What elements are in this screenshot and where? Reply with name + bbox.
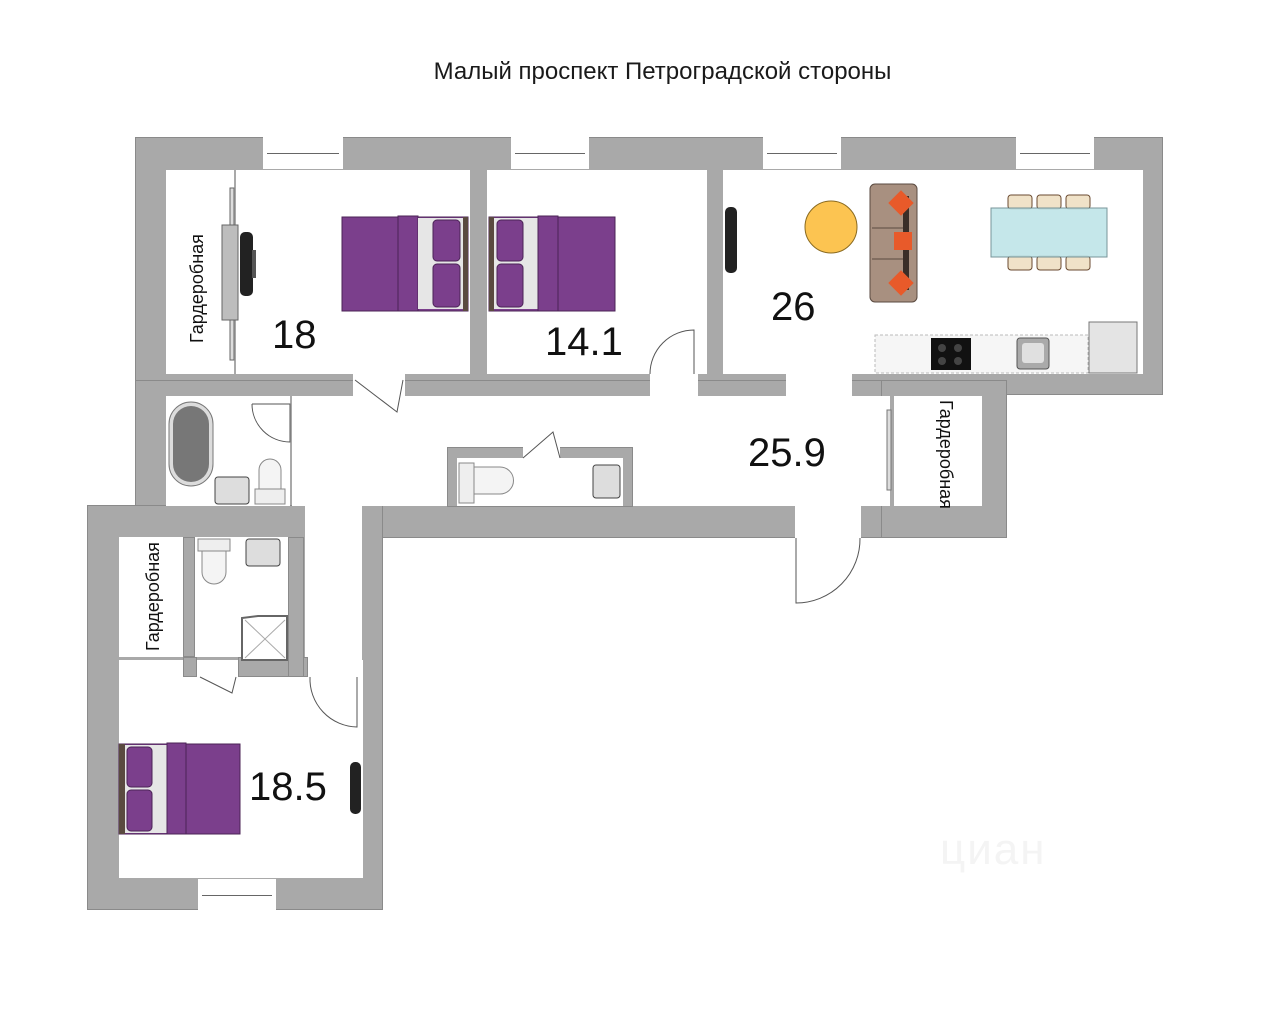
area-hallway: 25.9 <box>748 431 826 475</box>
kitchen-counter-icon <box>874 321 1138 374</box>
sliding-door-icon <box>886 409 892 491</box>
wardrobe-2-floor <box>894 396 982 506</box>
watermark-logo: циан <box>940 825 1047 874</box>
label-wardrobe-1: Гардеробная <box>187 234 207 343</box>
door-swing-icon <box>522 431 561 459</box>
window-bedroom-1 <box>263 137 343 169</box>
toilet-icon <box>197 538 231 585</box>
bedroom-2-door-opening <box>650 372 698 398</box>
bed-icon <box>488 215 616 312</box>
toilet-icon <box>458 462 514 504</box>
door-swing-icon <box>649 329 695 375</box>
entrance-door-icon <box>795 537 861 604</box>
tv-icon <box>350 762 361 814</box>
wall-wardrobe3-partition <box>183 537 195 657</box>
area-bedroom-1: 18 <box>272 313 317 357</box>
window-living-2 <box>1016 137 1094 169</box>
sink-icon <box>245 538 281 567</box>
sink-icon <box>592 464 621 499</box>
sofa-icon <box>869 183 918 303</box>
door-swing-icon <box>199 676 237 694</box>
dining-table-icon <box>990 194 1108 271</box>
window-bedroom-2 <box>511 137 589 169</box>
bed-icon <box>341 215 469 312</box>
area-bedroom-3: 18.5 <box>249 765 327 809</box>
label-wardrobe-3: Гардеробная <box>143 542 163 651</box>
window-living-1 <box>763 137 841 169</box>
street-title: Малый проспект Петроградской стороны <box>433 58 892 85</box>
sink-icon <box>214 476 250 505</box>
wardrobe-3-floor <box>119 537 183 657</box>
tv-icon <box>725 207 737 273</box>
window-bedroom-3 <box>198 879 276 910</box>
entrance-door-opening <box>795 504 861 538</box>
label-wardrobe-2: Гардеробная <box>936 400 956 509</box>
wall-bedroom3-partition-a <box>183 657 197 677</box>
door-swing-icon <box>354 379 404 413</box>
bed-icon <box>118 742 241 835</box>
area-living-kitchen: 26 <box>771 285 816 329</box>
fridge-icon <box>1088 321 1138 374</box>
bathtub-icon <box>168 401 214 487</box>
door-swing-icon <box>251 403 291 443</box>
sliding-door-icon <box>221 187 239 361</box>
toilet-icon <box>254 458 286 505</box>
cooktop-icon <box>931 338 971 370</box>
hallway-passage <box>305 500 362 670</box>
shower-icon <box>241 615 288 661</box>
wall-bedroom3-partition-c <box>288 537 304 677</box>
tv-icon <box>240 232 256 296</box>
door-swing-icon <box>309 676 358 728</box>
area-bedroom-2: 14.1 <box>545 320 623 364</box>
living-door-opening <box>786 372 852 398</box>
rug-icon <box>804 200 858 254</box>
